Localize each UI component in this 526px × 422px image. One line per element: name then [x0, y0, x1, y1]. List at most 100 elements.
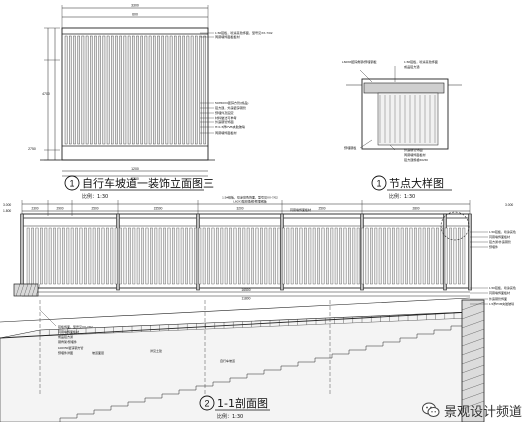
railing-slat: [444, 227, 448, 285]
railing-slat: [330, 227, 334, 285]
detail-note: L60X8镀锌角钢/预埋钢板: [342, 59, 377, 64]
detail-panel: [377, 92, 439, 146]
railing-slat: [295, 227, 298, 285]
railing-post: [468, 213, 472, 291]
railing-slat: [251, 227, 254, 285]
section-note: 铝板饰面，型号见XX-7/02: [58, 324, 93, 329]
leader-line: [359, 139, 373, 149]
hatch-line: [461, 319, 485, 329]
aluminum-slat: [174, 35, 177, 145]
hatch-line: [461, 391, 485, 401]
section-note: 1.5#铝板，喷涂亮色饰面，型号见XX-7/02: [222, 195, 278, 200]
dimension-text: 2500: [91, 207, 98, 211]
railing-slat: [392, 227, 395, 285]
railing-slat: [114, 227, 118, 285]
railing-slat: [273, 227, 276, 285]
aluminum-slat: [190, 35, 194, 145]
dimension-text: 15500: [154, 207, 163, 211]
hatch-line: [461, 310, 485, 320]
hatch-line: [461, 346, 485, 356]
railing-slat: [53, 227, 56, 285]
detail-note: 1.5#铝板，喷涂亮色饰面: [404, 59, 438, 64]
railing-slat: [370, 227, 373, 285]
railing-slat: [44, 227, 48, 285]
railing-slat: [233, 227, 237, 285]
railing-slat: [383, 227, 386, 285]
aluminum-slat: [161, 35, 164, 145]
section-note: 详见土建: [150, 348, 162, 353]
railing-slat: [458, 227, 461, 285]
railing-slat: [216, 227, 219, 285]
section-note: 1.5#铝板，喷涂亮色: [489, 285, 516, 290]
dimension-text: 3300: [131, 177, 139, 181]
railing-slat: [141, 227, 144, 285]
railing-slat: [185, 227, 188, 285]
railing-slat: [418, 227, 422, 285]
detail-title-block: 1 节点大样图 比例：1:30: [371, 175, 452, 200]
section-note: L60X3镀锌角钢/预埋钢板: [233, 199, 267, 204]
section-note: 外露钢管饰面: [489, 296, 507, 301]
elevation-note: 预埋件及固定: [215, 110, 234, 115]
aluminum-slat: [186, 35, 190, 145]
detail-callout-circle: [440, 211, 470, 241]
elevation-index: 1: [69, 179, 74, 189]
aluminum-slat: [81, 35, 85, 145]
dimension-text: 16500: [241, 288, 250, 292]
railing-slat: [202, 227, 206, 285]
section-note: 铝方通/外露钢管: [489, 239, 511, 244]
aluminum-slat: [178, 35, 181, 145]
hatch-line: [461, 328, 485, 338]
railing-slat: [348, 227, 351, 285]
hatch-line: [461, 337, 485, 347]
aluminum-slat: [153, 35, 156, 145]
railing-slat: [84, 227, 87, 285]
aluminum-slat: [73, 35, 76, 145]
elevation-marker: 3.000: [505, 203, 513, 207]
dimension-text: 1200: [131, 167, 139, 171]
detail-index: 1: [376, 179, 381, 189]
railing-slat: [361, 227, 364, 285]
section-scale: 比例：1:30: [217, 413, 243, 420]
hatch-line: [461, 373, 485, 383]
railing-slat: [299, 227, 303, 285]
railing-slat: [66, 227, 70, 285]
section-title: 1-1剖面图: [217, 396, 268, 410]
dimension-text: 3200: [236, 207, 243, 211]
hatch-line: [35, 283, 41, 297]
dimension-text: 4700: [42, 92, 50, 96]
dimension-text: 2500: [318, 207, 325, 211]
aluminum-slat: [195, 35, 198, 145]
detail-frame: [361, 78, 449, 150]
railing-slat: [176, 227, 180, 285]
stair-profile: [59, 325, 468, 422]
railing-post: [20, 213, 24, 291]
elevation-note: H=1.5厚PVB夹胶玻璃: [215, 124, 245, 129]
railing-slat: [110, 227, 114, 285]
railing-slat: [365, 227, 369, 285]
section-note: 钢骨架/预埋件: [58, 339, 77, 344]
railing-slat: [308, 227, 312, 285]
railing-slat: [167, 227, 171, 285]
aluminum-slat: [165, 35, 169, 145]
railing-slat: [62, 227, 65, 285]
railing-slat: [339, 227, 342, 285]
railing-slat: [123, 227, 127, 285]
aluminum-slat: [144, 35, 148, 145]
railing-slat: [92, 227, 96, 285]
hatch-line: [23, 283, 29, 297]
railing-slat: [326, 227, 329, 285]
railing-slat: [255, 227, 259, 285]
railing-slat: [317, 227, 320, 285]
elevation-note: 铝方通，外露镀锌钢管: [215, 105, 246, 110]
railing-slat: [356, 227, 360, 285]
aluminum-slat: [106, 35, 110, 145]
railing-slat: [136, 227, 140, 285]
section-note: 同幕墙饰面板材: [58, 329, 79, 334]
section-note: 坡道面层: [92, 350, 104, 355]
railing-slat: [40, 227, 43, 285]
aluminum-slat: [77, 35, 80, 145]
hatch-line: [461, 355, 485, 365]
elevation-note: 外露钢管饰面: [215, 119, 234, 124]
